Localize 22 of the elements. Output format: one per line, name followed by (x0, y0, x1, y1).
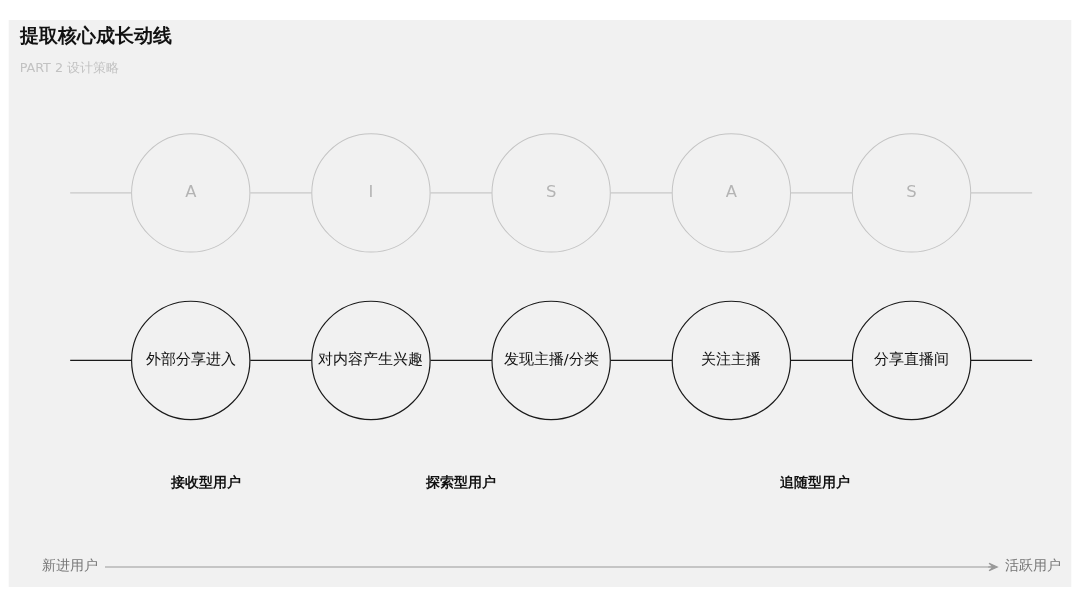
diagram-title: 提取核心成长动线 (19, 23, 172, 47)
connector (429, 359, 493, 361)
connector (249, 359, 313, 361)
connector (970, 359, 1033, 361)
connector (69, 359, 132, 361)
node-circle: S (851, 133, 972, 253)
label: 接收型用户 (170, 474, 241, 491)
arrow (104, 562, 998, 572)
node-circle: 对内容产生兴趣 (311, 300, 431, 421)
node-circle: 关注主播 (671, 300, 792, 421)
node-circle: A (131, 133, 251, 253)
node-circle: S (491, 133, 611, 253)
node-text: 新进用户 (41, 557, 98, 574)
label: 探索型用户 (426, 474, 497, 491)
connector (790, 359, 853, 361)
connector (610, 359, 673, 361)
node-text: 活跃用户 (1004, 557, 1061, 574)
node-circle: A (671, 133, 791, 253)
node-circle: 分享直播间 (851, 300, 972, 421)
node-circle: 外部分享进入 (131, 300, 251, 421)
node-circle: 发现主播/分类 (491, 300, 611, 421)
label: 追随型用户 (779, 474, 850, 491)
